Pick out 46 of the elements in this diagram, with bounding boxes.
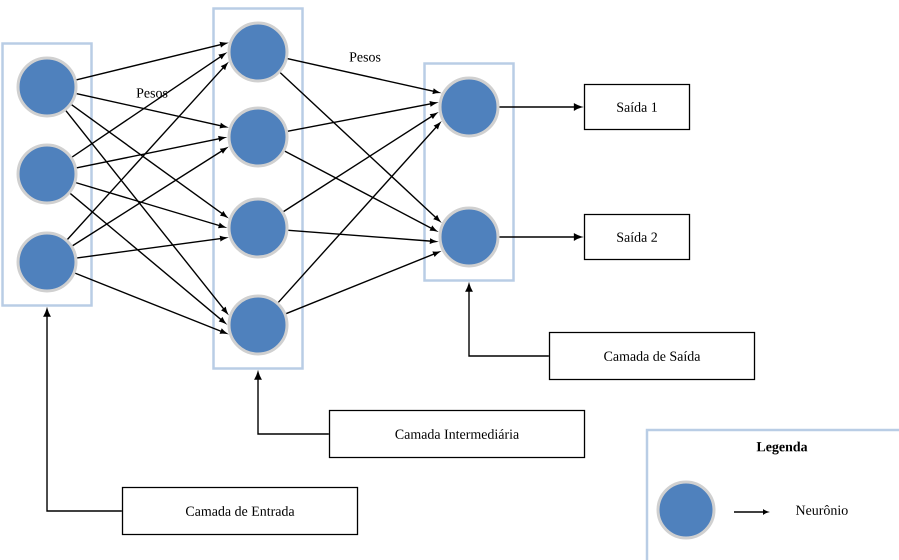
connection-line xyxy=(72,147,227,246)
arrow xyxy=(466,284,549,357)
layer-box xyxy=(1,42,93,307)
legend-text: Neurônio xyxy=(796,505,848,515)
layer-box xyxy=(423,62,515,282)
connection-line xyxy=(288,230,436,244)
neuron-circle xyxy=(438,76,500,138)
connection-line xyxy=(76,92,227,128)
connection-line xyxy=(76,136,226,169)
callout-box: Camada Intermediária xyxy=(328,410,586,458)
connection-line xyxy=(70,193,226,324)
connection-line xyxy=(284,150,437,232)
arrow xyxy=(254,372,329,435)
connection-line xyxy=(286,251,440,314)
neuron-circle xyxy=(438,206,500,268)
layer-box xyxy=(212,7,304,370)
connection-line xyxy=(76,42,227,80)
arrow xyxy=(500,234,582,240)
neuron-circle xyxy=(228,22,288,82)
connection-line xyxy=(75,272,227,334)
connection-line xyxy=(65,110,228,314)
connection-line xyxy=(76,182,226,228)
output-box: Saída 1 xyxy=(584,84,690,130)
weights-label: Pesos xyxy=(350,52,380,62)
connection-line xyxy=(278,122,440,303)
connection-line xyxy=(77,236,226,259)
callout-box: Camada de Saída xyxy=(548,332,756,380)
neuron-circle xyxy=(16,232,78,292)
weights-label: Pesos xyxy=(136,88,168,98)
neuron-circle xyxy=(228,106,288,168)
arrow xyxy=(44,308,122,512)
callout-box: Camada de Entrada xyxy=(122,486,358,536)
connection-line xyxy=(283,112,437,212)
connection-line xyxy=(71,104,228,218)
connection-line xyxy=(280,72,440,222)
connection-line xyxy=(66,63,228,240)
legend-title: Legenda xyxy=(756,442,808,454)
neuron-circle xyxy=(228,294,288,356)
connection-line xyxy=(288,58,440,94)
connection-line xyxy=(72,53,226,158)
arrow xyxy=(500,104,582,110)
connection-line xyxy=(288,101,436,132)
neuron-circle xyxy=(16,56,78,118)
neuron-circle xyxy=(228,198,288,258)
neuron-circle xyxy=(16,144,78,204)
output-box: Saída 2 xyxy=(584,214,690,260)
